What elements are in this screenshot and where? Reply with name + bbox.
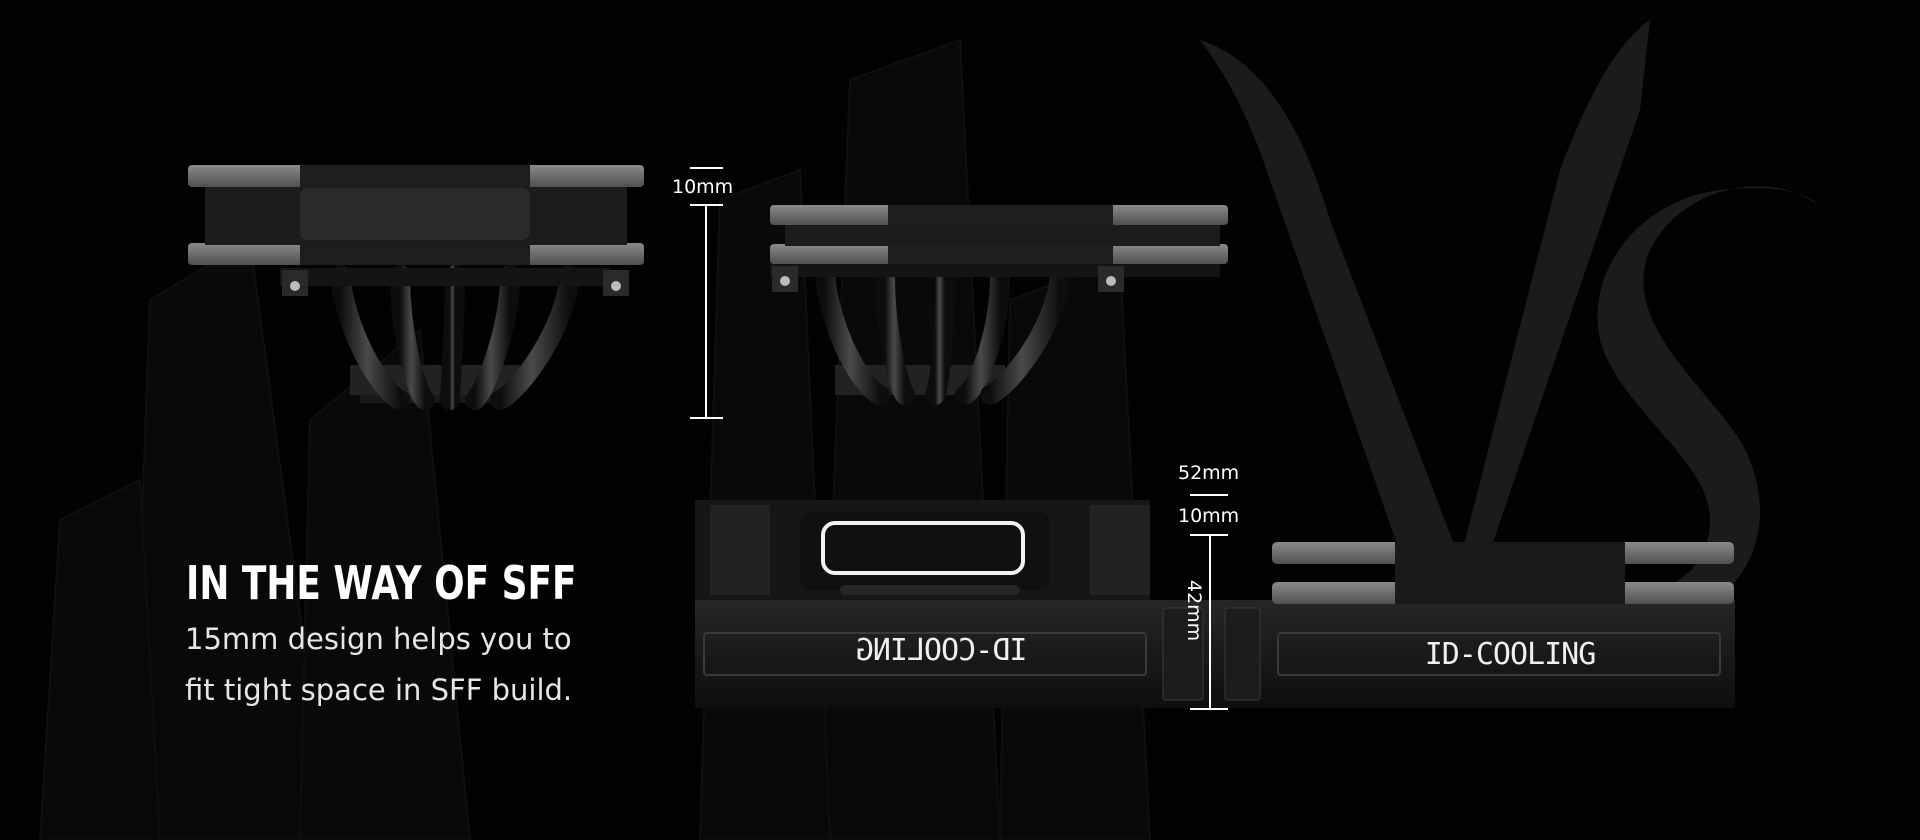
brand-logo: ID-COOLING (1424, 637, 1597, 672)
brand-logo-mirrored: ID-COOLING (856, 633, 1028, 668)
dimension-label-top-gap: 10mm (672, 176, 734, 198)
headline: IN THE WAY OF SFF (186, 556, 577, 610)
dimension-label-fan-gap: 10mm (1178, 505, 1240, 527)
aio-radiator-illustration (695, 500, 1735, 708)
description: 15mm design helps you to fit tight space… (185, 614, 665, 716)
dimension-label-radiator: 42mm (1183, 580, 1205, 642)
description-line-1: 15mm design helps you to (185, 622, 572, 656)
description-line-2: fit tight space in SFF build. (185, 673, 573, 707)
dimension-lines-bottom (1190, 494, 1228, 710)
skyline-decoration (38, 38, 1152, 840)
dimension-label-total: 52mm (1178, 462, 1240, 484)
vs-watermark-graphic (1200, 20, 1820, 628)
cooler-left-illustration (188, 165, 644, 410)
cooler-middle-illustration (770, 205, 1228, 405)
dimension-line-top (690, 167, 723, 419)
